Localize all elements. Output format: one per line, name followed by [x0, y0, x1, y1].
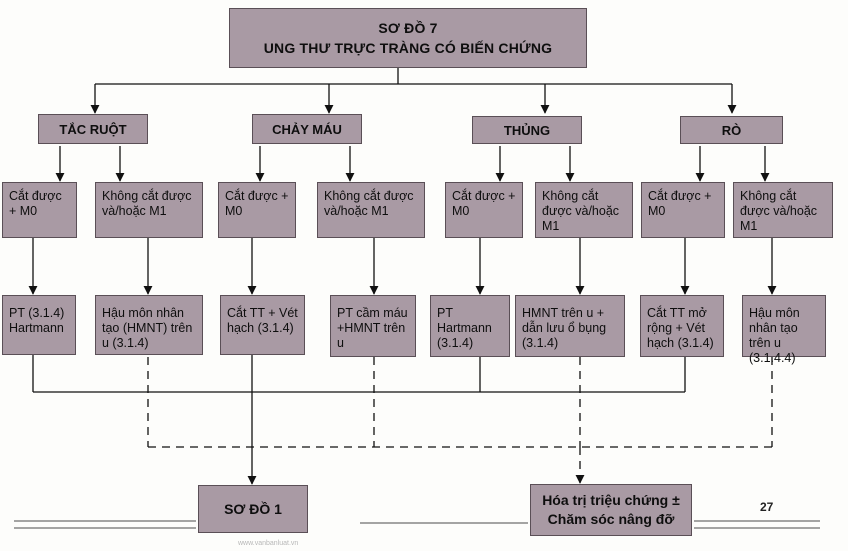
condition-tac-ruot-cat-duoc: Cắt được + M0: [2, 182, 77, 238]
condition-thung-cat-duoc: Cắt được + M0: [445, 182, 523, 238]
treatment-pt-hartmann: PT (3.1.4) Hartmann: [2, 295, 76, 355]
category-tac-ruot: TẮC RUỘT: [38, 114, 148, 144]
outcome-hoa-tri-line2: Chăm sóc nâng đỡ: [547, 511, 675, 527]
treatment-pt-cam-mau: PT cầm máu +HMNT trên u: [330, 295, 416, 357]
category-chay-mau: CHẢY MÁU: [252, 114, 362, 144]
treatment-cat-tt-mo-rong: Cắt TT mở rộng + Vét hạch (3.1.4): [640, 295, 724, 357]
diagram-title-box: SƠ ĐỒ 7 UNG THƯ TRỰC TRÀNG CÓ BIẾN CHỨNG: [229, 8, 587, 68]
category-ro: RÒ: [680, 116, 783, 144]
condition-thung-khong-cat: Không cắt được và/hoặc M1: [535, 182, 633, 238]
category-thung: THỦNG: [472, 116, 582, 144]
treatment-hmnt-dan-luu: HMNT trên u + dẫn lưu ổ bụng (3.1.4): [515, 295, 625, 357]
treatment-hau-mon-nhan-tao: Hậu môn nhân tạo trên u (3.1.4.4): [742, 295, 826, 365]
condition-chay-mau-khong-cat: Không cắt được và/hoặc M1: [317, 182, 425, 238]
treatment-cat-tt-vet-hach: Cắt TT + Vét hạch (3.1.4): [220, 295, 305, 355]
treatment-pt-hartmann-thung: PT Hartmann (3.1.4): [430, 295, 510, 357]
outcome-so-do-1: SƠ ĐỒ 1: [198, 485, 308, 533]
condition-tac-ruot-khong-cat: Không cắt được và/hoặc M1: [95, 182, 203, 238]
treatment-hmnt-tren-u: Hậu môn nhân tạo (HMNT) trên u (3.1.4): [95, 295, 203, 355]
diagram-title-line1: SƠ ĐỒ 7: [378, 20, 438, 36]
condition-ro-khong-cat: Không cắt được và/hoặc M1: [733, 182, 833, 238]
page-number: 27: [760, 500, 774, 514]
condition-ro-cat-duoc: Cắt được + M0: [641, 182, 725, 238]
diagram-title-line2: UNG THƯ TRỰC TRÀNG CÓ BIẾN CHỨNG: [263, 40, 553, 56]
condition-chay-mau-cat-duoc: Cắt được + M0: [218, 182, 296, 238]
watermark-text: www.vanbanluat.vn: [238, 540, 299, 547]
outcome-hoa-tri-line1: Hóa trị triệu chứng ±: [542, 492, 680, 508]
outcome-hoa-tri: Hóa trị triệu chứng ± Chăm sóc nâng đỡ: [530, 484, 692, 536]
